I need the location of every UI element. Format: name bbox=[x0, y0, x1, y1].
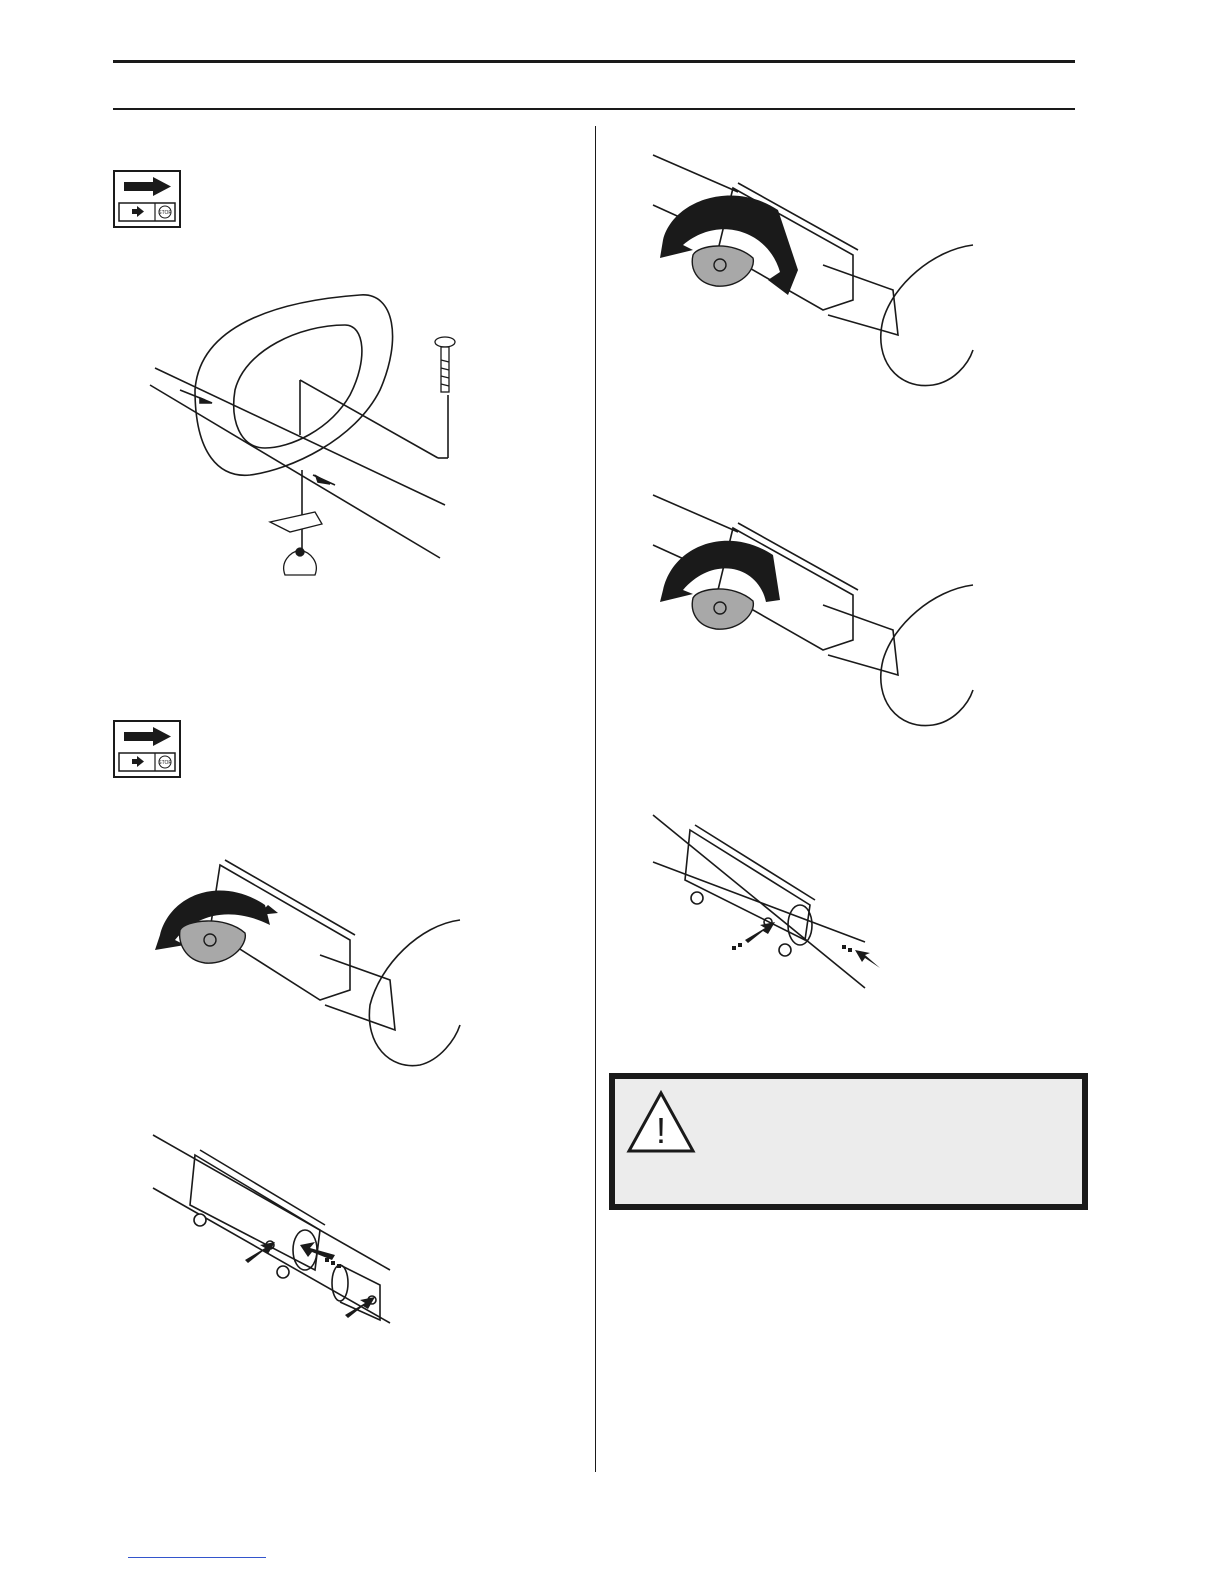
stop-icon: STOP bbox=[158, 756, 172, 768]
instruction-badge: STOP bbox=[113, 170, 181, 228]
small-arrow-icon bbox=[132, 756, 144, 767]
shaft-coupling-release-illustration bbox=[650, 810, 900, 995]
knob-tighten-illustration bbox=[648, 490, 978, 740]
svg-text:STOP: STOP bbox=[158, 760, 172, 766]
svg-text:STOP: STOP bbox=[158, 210, 172, 216]
warning-triangle-icon: ! bbox=[625, 1089, 697, 1155]
warning-notice: ! bbox=[609, 1073, 1088, 1210]
stop-icon: STOP bbox=[158, 206, 172, 218]
knob-rotate-illustration bbox=[648, 150, 978, 400]
knob-loosen-illustration bbox=[150, 855, 470, 1085]
column-divider bbox=[595, 126, 596, 1472]
arrow-right-icon bbox=[124, 727, 171, 746]
instruction-badge: STOP bbox=[113, 720, 181, 778]
small-arrow-icon bbox=[132, 206, 144, 217]
svg-text:!: ! bbox=[656, 1110, 666, 1151]
shaft-coupling-insert-illustration bbox=[150, 1130, 400, 1330]
header-rule-top bbox=[113, 60, 1075, 63]
handle-assembly-illustration bbox=[140, 280, 460, 580]
arrow-right-icon bbox=[124, 177, 171, 196]
footer-link-underline[interactable] bbox=[128, 1557, 266, 1558]
header-rule-bottom bbox=[113, 108, 1075, 110]
